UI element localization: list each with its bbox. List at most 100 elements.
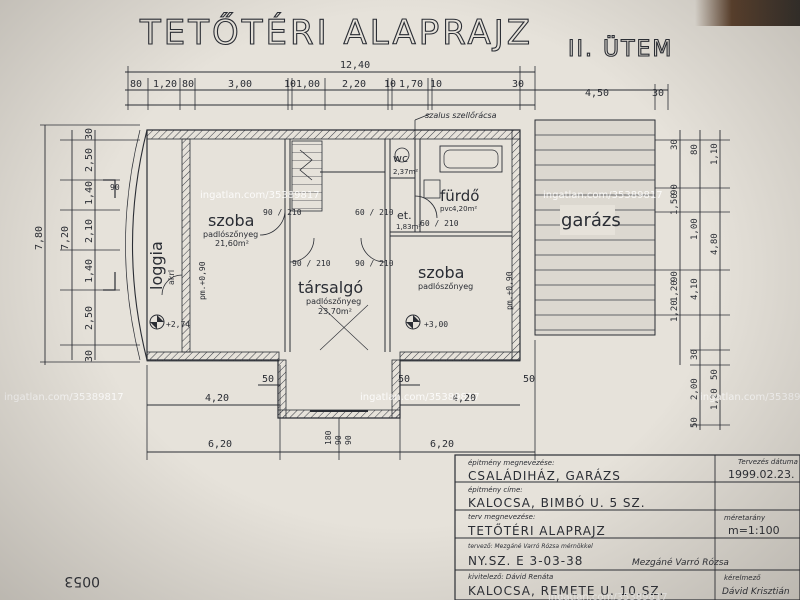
- tb-plan: TETŐTÉRI ALAPRAJZ: [467, 523, 606, 538]
- level-right-value: +3,00: [424, 320, 448, 329]
- tb-date: 1999.02.23.: [728, 468, 794, 481]
- dim-top-10: 30: [512, 79, 524, 90]
- dim-left-1: 2,50: [84, 148, 95, 172]
- title-block: épitmény megnevezése: CSALÁDIHÁZ, GARÁZS…: [454, 454, 800, 600]
- drawing-title: TETŐTÉRI ALAPRAJZ II. ÜTEM: [138, 11, 671, 62]
- tb-label-owner: kérelmező: [724, 573, 761, 582]
- dim-top-0: 80: [130, 79, 142, 90]
- watermark-0: ingatlan.com/35389817: [200, 190, 320, 201]
- photo-background-corner: [695, 0, 800, 26]
- sheet-number: 0053: [64, 573, 100, 589]
- dim-right-7: 4,80: [710, 233, 720, 255]
- dim-right-6: 1,00: [690, 218, 700, 240]
- dim-right-10: 1,20: [670, 300, 680, 322]
- tb-building: CSALÁDIHÁZ, GARÁZS: [468, 468, 621, 483]
- dim-top-2: 80: [182, 79, 194, 90]
- dim-top-9: 10: [430, 79, 442, 90]
- level-left-value: +2,74: [166, 320, 190, 329]
- dim-top-11: 4,50: [585, 88, 609, 99]
- dim-right-14: 1,20: [710, 388, 720, 410]
- watermark-2: ingatlan.com/35389817: [4, 392, 124, 403]
- dim-right-0: 30: [670, 139, 680, 150]
- tb-label-address: épitmény címe:: [468, 486, 523, 494]
- opening-4: 60 / 210: [420, 219, 459, 228]
- watermarks: ingatlan.com/35389817 ingatlan.com/35389…: [4, 190, 800, 600]
- dim-top-3: 3,00: [228, 79, 252, 90]
- dim-top-5: 1,00: [296, 79, 320, 90]
- room-tarsalgo-floor: padlószőnyeg: [306, 296, 361, 306]
- tb-scale: m=1:100: [728, 524, 780, 537]
- dimension-chain-right: 30 1,10 80 90 1,50 4,10 1,00 4,80 90 1,2…: [655, 130, 730, 430]
- opening-7: pm.+0,90: [505, 271, 514, 310]
- room-elo-name: et.: [397, 209, 412, 222]
- dim-top-4: 10: [284, 79, 296, 90]
- dim-top-total: 12,40: [340, 60, 370, 71]
- toilet: [394, 147, 410, 163]
- bay-wall-left: [277, 359, 287, 419]
- dim-right-2: 80: [690, 144, 700, 155]
- tb-designer-sign: Mezgáné Varró Rózsa: [632, 557, 729, 568]
- dim-bottom-right-seg: 4,20: [452, 393, 476, 404]
- dim-bottom-mid-2: 50: [523, 374, 535, 385]
- tb-label-designer: tervező: Mezgáné Varró Rózsa mérnökkel: [468, 543, 593, 550]
- room-szoba1-name: szoba: [208, 211, 254, 230]
- dim-right-11: 30: [690, 349, 700, 360]
- tb-address: KALOCSA, BIMBÓ U. 5 SZ.: [468, 495, 646, 510]
- dim-right-8: 90: [670, 271, 680, 282]
- dim-top-8: 1,70: [399, 79, 423, 90]
- level-marker-left: [149, 314, 165, 330]
- dim-bottom-left-seg: 4,20: [205, 393, 229, 404]
- loggia-arc: [131, 129, 148, 361]
- dim-left-total-1: 7,20: [60, 226, 71, 250]
- dim-left-2: 1,40: [84, 181, 95, 205]
- dim-right-9: 1,20: [670, 280, 680, 302]
- room-loggia-name: loggia: [147, 241, 166, 290]
- room-elo-area: 1,83m²: [396, 223, 421, 231]
- dimension-chain-top: 12,40 80 1,20 80 3,00 10 1,00 2,20 10 1,…: [125, 60, 669, 110]
- dim-bottom-mid-4: 90: [334, 435, 343, 445]
- watermark-1: ingatlan.com/35389817: [543, 190, 663, 201]
- dim-left-4: 1,40: [84, 259, 95, 283]
- dim-bottom-mid-3: 180: [324, 430, 333, 445]
- dim-bottom-mid-1: 50: [398, 374, 410, 385]
- dim-right-1: 1,10: [710, 143, 720, 165]
- dim-top-7: 10: [384, 79, 396, 90]
- opening-6: pm.+0,90: [198, 261, 207, 300]
- section-mark: [103, 179, 116, 291]
- tb-license: NY.SZ. E 3-03-38: [468, 554, 583, 568]
- ventilation-note: szalus szellőrácsa: [425, 111, 497, 120]
- dim-bottom-mid-0: 50: [262, 374, 274, 385]
- dim-left-total-0: 7,80: [34, 226, 45, 250]
- dim-right-5: 4,10: [690, 278, 700, 300]
- dim-bottom-right-total: 6,20: [430, 439, 454, 450]
- room-wc-name: wc: [393, 152, 408, 165]
- opening-0: 90 / 210: [263, 208, 302, 217]
- dim-top-12: 30: [652, 88, 664, 99]
- room-labels: loggia akrl szoba padlószőnyeg 21,60m² t…: [147, 111, 621, 316]
- watermark-4: ingatlan.com/35389817: [700, 392, 800, 403]
- room-wc-area: 2,37m²: [393, 168, 418, 176]
- room-tarsalgo-area: 23,70m²: [318, 307, 352, 316]
- north-wall: [146, 129, 521, 140]
- dimension-chain-left: 7,80 7,20 30 2,50 1,40 2,10 1,40 2,50 30: [34, 124, 140, 365]
- room-szoba2-name: szoba: [418, 263, 464, 282]
- room-furdo-name: fürdő: [440, 187, 479, 205]
- south-wall-right: [399, 351, 521, 362]
- dim-left-0: 30: [84, 128, 95, 140]
- tb-label-scale: méretarány: [724, 514, 766, 522]
- dim-bottom-mid-5: 90: [344, 435, 353, 445]
- room-szoba1-area: 21,60m²: [215, 239, 249, 248]
- title-main: TETŐTÉRI ALAPRAJZ: [139, 12, 533, 53]
- room-furdo-floor: pvc: [440, 205, 453, 213]
- south-wall-left: [146, 351, 280, 362]
- dim-right-12: 2,00: [690, 378, 700, 400]
- loggia-wall: [181, 138, 191, 353]
- washbasin: [423, 179, 441, 199]
- opening-1: 90 / 210: [292, 259, 331, 268]
- tb-label-plan: terv megnevezése:: [468, 513, 535, 521]
- opening-2: 90 / 210: [355, 259, 394, 268]
- room-tarsalgo-name: társalgó: [298, 278, 363, 297]
- level-marker-right: [405, 314, 421, 330]
